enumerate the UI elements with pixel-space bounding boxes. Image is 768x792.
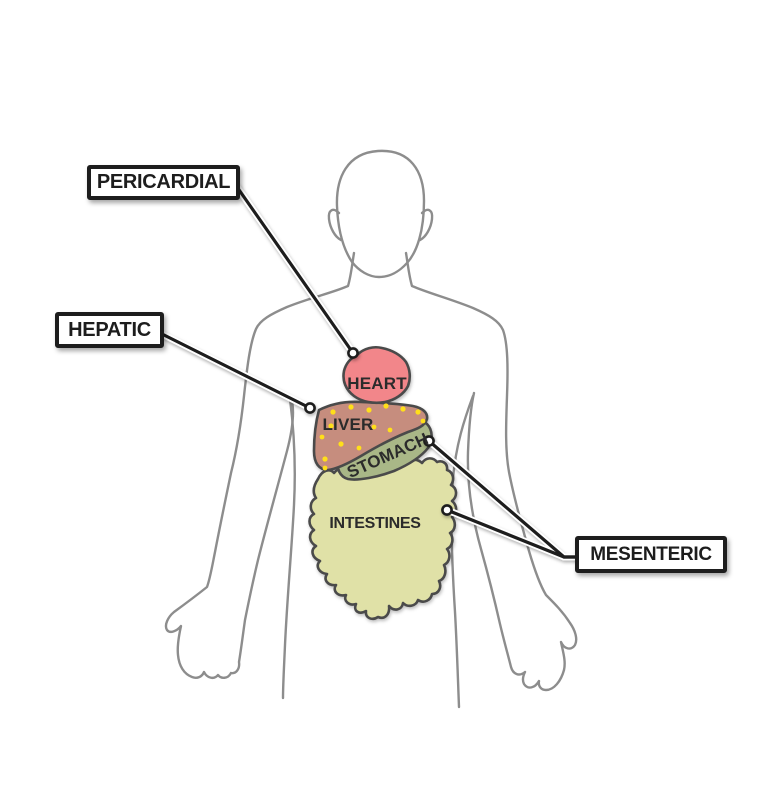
pericardial-endpoint-dot [347,347,359,359]
mesenteric-endpoint-dot-stomach [423,435,435,447]
pericardial-label-box: PERICARDIAL [87,165,240,200]
liver-dot [371,424,377,430]
liver-dot [348,404,354,410]
left-arm-outline [164,251,356,680]
callout-lines [156,183,583,561]
liver-dot [387,427,393,433]
liver-dot [400,406,406,412]
hepatic-label-text: HEPATIC [68,318,151,341]
liver-dot [366,407,372,413]
liver-dot [415,409,421,415]
liver-dot [319,434,325,440]
pericardial-label-text: PERICARDIAL [96,171,231,193]
left-ear-outline [327,208,343,242]
liver-label: LIVER [322,415,374,434]
callout-endpoints [304,347,453,516]
liver-dot [322,465,328,471]
intestines-label: INTESTINES [329,515,421,532]
hepatic-endpoint-dot [304,402,316,414]
heart-label: HEART [347,374,407,393]
callout-line-strokes [158,185,581,559]
liver-dots [319,403,426,471]
mesenteric-line2 [445,508,581,559]
right-ear-outline [418,208,434,242]
organs-group [308,345,458,621]
liver-dot [330,409,336,415]
right-arm-outline [404,251,578,692]
liver-dot [420,418,426,424]
liver-dot [338,441,344,447]
mesenteric-label-text: MESENTERIC [590,543,712,565]
body-outline [164,149,578,709]
liver-dot [356,445,362,451]
intestines-shape [308,457,458,621]
left-torso-outline [281,397,296,700]
liver-dot [383,403,389,409]
liver-dot [328,423,334,429]
right-torso-outline [450,394,475,709]
mesenteric-label-box: MESENTERIC [575,536,727,573]
heart-shape [342,345,412,405]
head-outline [335,149,426,279]
pericardial-line [235,185,355,355]
hepatic-label-box: HEPATIC [55,312,164,348]
mesenteric-endpoint-dot-intestines [441,504,453,516]
hepatic-line [158,331,312,410]
liver-dot [322,456,328,462]
